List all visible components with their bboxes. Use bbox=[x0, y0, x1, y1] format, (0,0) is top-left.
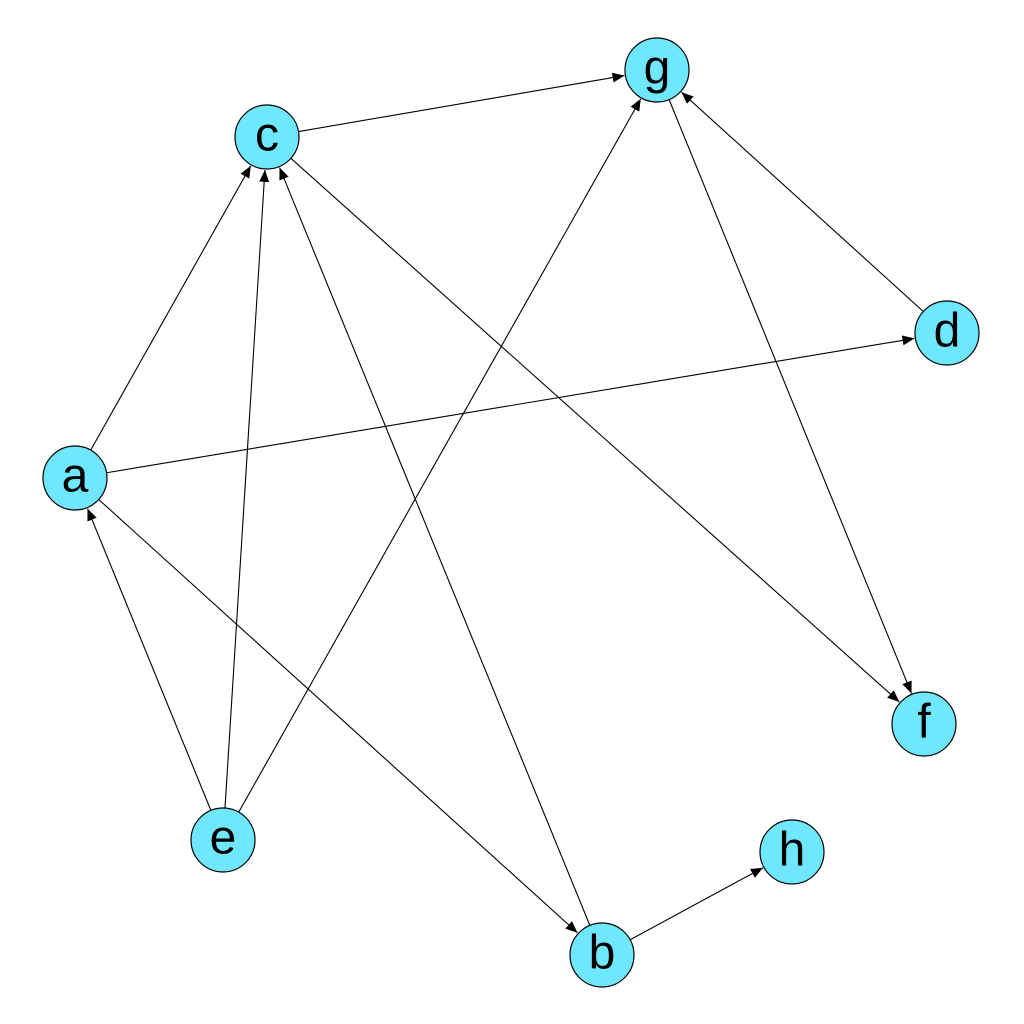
node-label-h: h bbox=[779, 824, 806, 877]
node-circle-g bbox=[624, 37, 690, 103]
node-circle-f bbox=[891, 691, 957, 757]
node-label-f: f bbox=[917, 696, 931, 749]
edge-g-to-f bbox=[668, 99, 913, 694]
node-h: h bbox=[759, 819, 825, 885]
edge-d-to-g bbox=[681, 91, 924, 312]
node-a: a bbox=[42, 445, 108, 511]
edge-e-to-a bbox=[86, 508, 212, 811]
node-d: d bbox=[914, 300, 980, 366]
edge-c-to-f bbox=[290, 157, 900, 703]
node-e: e bbox=[190, 807, 256, 873]
nodes-layer: a b c d e f g h bbox=[42, 37, 980, 988]
edge-a-to-c bbox=[90, 165, 252, 451]
node-label-e: e bbox=[210, 812, 237, 865]
node-label-c: c bbox=[255, 109, 279, 162]
edges-layer bbox=[86, 72, 924, 941]
edge-c-to-g bbox=[298, 72, 625, 133]
edge-a-to-d bbox=[106, 335, 915, 474]
edge-b-to-c bbox=[278, 167, 591, 926]
node-circle-c bbox=[234, 104, 300, 170]
node-circle-d bbox=[914, 300, 980, 366]
edge-a-to-b bbox=[98, 499, 578, 934]
node-g: g bbox=[624, 37, 690, 103]
node-circle-a bbox=[42, 445, 108, 511]
node-f: f bbox=[891, 691, 957, 757]
edge-b-to-h bbox=[629, 867, 764, 941]
node-label-b: b bbox=[589, 927, 616, 980]
edge-e-to-g bbox=[238, 98, 642, 813]
node-label-d: d bbox=[934, 305, 961, 358]
node-circle-e bbox=[190, 807, 256, 873]
edge-e-to-c bbox=[224, 169, 270, 809]
node-circle-h bbox=[759, 819, 825, 885]
node-label-a: a bbox=[62, 450, 89, 503]
node-c: c bbox=[234, 104, 300, 170]
node-circle-b bbox=[569, 922, 635, 988]
node-label-g: g bbox=[644, 42, 671, 95]
node-b: b bbox=[569, 922, 635, 988]
